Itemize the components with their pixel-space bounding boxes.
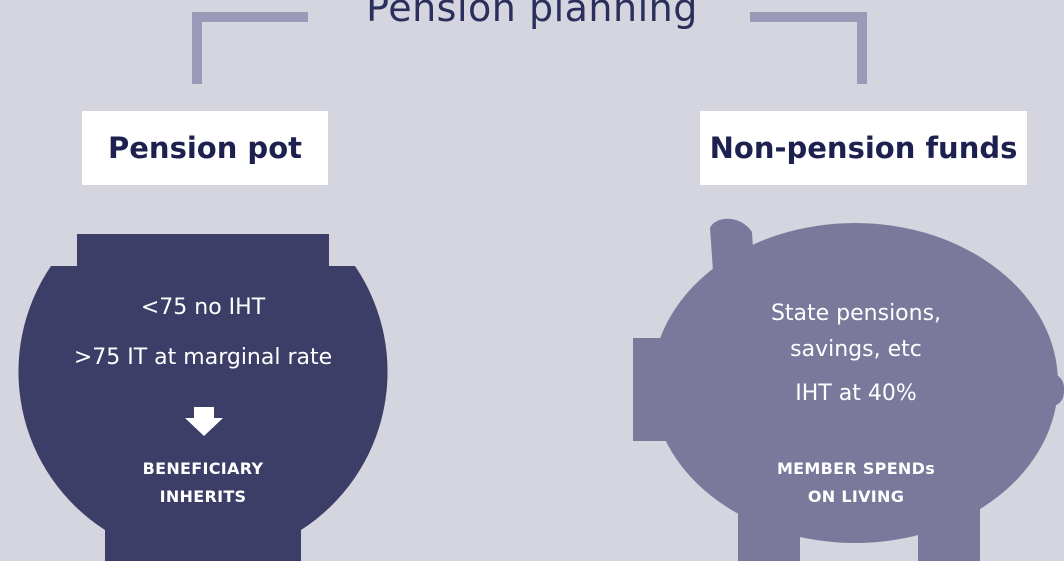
left-bracket-connector	[192, 12, 308, 84]
right-bracket-connector	[750, 12, 867, 84]
pot-outcome: BENEFICIARY INHERITS	[100, 455, 306, 511]
pig-description: State pensions, savings, etc	[736, 296, 976, 368]
down-arrow-icon	[185, 407, 223, 436]
pot-rule-under-75: <75 no IHT	[140, 295, 266, 320]
pot-outcome-line2: INHERITS	[159, 487, 247, 506]
pot-outcome-line1: BENEFICIARY	[142, 459, 264, 478]
pig-outcome-line1: MEMBER SPENDs	[776, 459, 936, 478]
piggy-bank-shape	[633, 218, 1064, 561]
diagram-title: Pension planning	[366, 0, 698, 30]
pig-outcome: MEMBER SPENDs ON LIVING	[756, 455, 956, 511]
pension-pot-shape	[18, 234, 388, 561]
pot-rule-over-75: >75 IT at marginal rate	[73, 345, 333, 370]
non-pension-funds-label: Non-pension funds	[700, 111, 1027, 185]
pig-outcome-line2: ON LIVING	[807, 487, 905, 506]
pig-description-line1: State pensions,	[770, 301, 942, 326]
pig-tax-rate: IHT at 40%	[795, 381, 917, 406]
pig-description-line2: savings, etc	[790, 337, 922, 362]
pension-pot-label: Pension pot	[82, 111, 328, 185]
